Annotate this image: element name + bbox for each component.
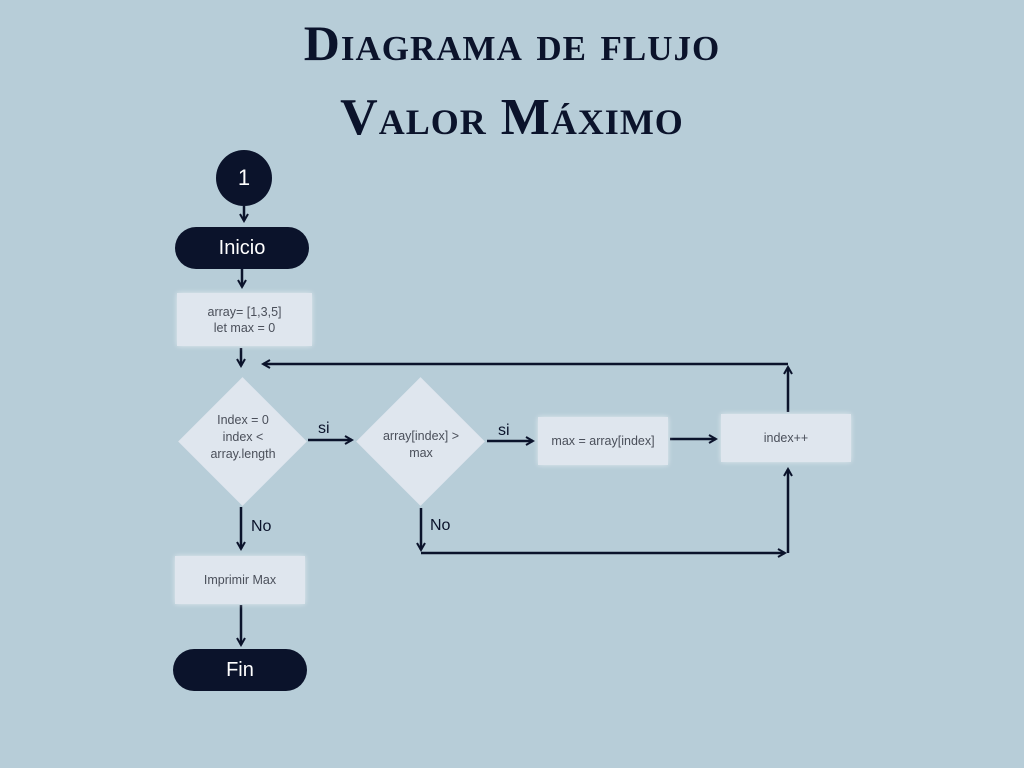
end-terminal: Fin — [173, 649, 307, 691]
diagram-title-line-1: Diagrama de flujo — [303, 15, 721, 71]
assign-max-box: max = array[index] — [538, 417, 668, 465]
diagram-title-line-2: Valor Máximo — [340, 89, 684, 146]
start-marker-circle: 1 — [216, 150, 272, 206]
init-process-box: array= [1,3,5] let max = 0 — [177, 293, 312, 346]
loop-condition-text: Index = 0 index < array.length — [210, 413, 276, 461]
increment-index-box: index++ — [721, 414, 851, 462]
edge-label-loop-yes: si — [318, 420, 330, 437]
edge-label-compare-no: No — [430, 517, 451, 534]
start-terminal: Inicio — [175, 227, 309, 269]
compare-decision-text: array[index] > max — [382, 429, 460, 460]
print-max-box: Imprimir Max — [175, 556, 305, 604]
edge-label-loop-no: No — [251, 518, 272, 535]
edge-label-compare-yes: si — [498, 422, 510, 439]
